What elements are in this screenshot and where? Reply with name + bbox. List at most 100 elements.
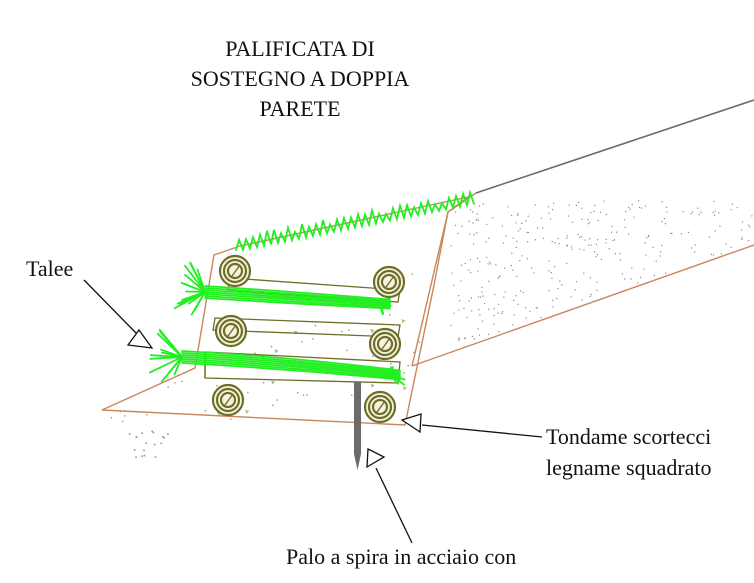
- speckle-dot: [476, 257, 479, 259]
- speckle-dot: [454, 224, 457, 226]
- speckle-dot: [558, 243, 560, 245]
- speckle-dot: [551, 277, 553, 279]
- speckle-dot: [469, 233, 471, 235]
- speckle-dot: [521, 222, 523, 224]
- speckle-dot: [481, 286, 483, 288]
- speckle-dot: [680, 233, 682, 235]
- speckle-dot: [557, 237, 559, 240]
- fill-grain: [407, 364, 409, 367]
- speckle-dot: [524, 307, 527, 309]
- speckle-dot: [640, 276, 642, 278]
- speckle-dot: [517, 213, 519, 215]
- speckle-dot: [578, 201, 580, 203]
- speckle-dot: [469, 259, 471, 261]
- cutting-root: [379, 303, 384, 311]
- speckle-dot: [568, 204, 570, 206]
- speckle-dot: [584, 239, 586, 241]
- speckle-dot: [503, 296, 505, 298]
- slope-base-line: [411, 244, 754, 367]
- speckle-dot: [526, 231, 528, 234]
- fill-grain: [254, 352, 256, 354]
- speckle-dot: [594, 251, 596, 253]
- speckle-dot: [451, 272, 453, 274]
- speckle-dot: [713, 214, 716, 216]
- fill-grain: [262, 356, 264, 359]
- upper-slope-body: [412, 100, 754, 366]
- cutting-foliage: [185, 290, 206, 293]
- speckle-dot: [687, 231, 690, 233]
- fill-grain: [230, 418, 232, 420]
- cutting-foliage: [168, 356, 183, 373]
- speckle-dot: [492, 217, 494, 219]
- fill-grain: [110, 417, 113, 419]
- palo-leader: [375, 467, 413, 544]
- cutting-stem: [181, 360, 401, 379]
- fill-grain: [262, 381, 265, 384]
- speckle-dot: [527, 231, 529, 233]
- speckle-dot: [552, 306, 554, 308]
- speckle-dot: [461, 225, 463, 227]
- cutting-foliage: [149, 354, 183, 358]
- log-ring: [222, 322, 240, 340]
- speckle-dot: [511, 214, 513, 217]
- speckle-dot: [574, 289, 576, 291]
- speckle-dot: [665, 272, 667, 274]
- speckle-dot: [694, 251, 696, 253]
- label-tondame-line1: Tondame scortecci: [546, 424, 712, 449]
- speckle-dot: [621, 273, 623, 275]
- speckle-dot: [597, 239, 599, 241]
- log-ring: [380, 273, 398, 291]
- fill-grain: [272, 404, 274, 406]
- fill-grain: [421, 321, 424, 323]
- speckle-dot: [515, 222, 517, 224]
- cutting-stem: [181, 362, 401, 381]
- speckle-dot: [661, 244, 663, 246]
- log-crack: [231, 264, 241, 277]
- speckle-dot: [477, 219, 480, 222]
- fill-grain: [306, 394, 308, 396]
- talee-leader: [83, 279, 137, 334]
- cutting-stem: [181, 358, 401, 378]
- speckle-dot: [583, 272, 585, 274]
- speckle-dot: [647, 234, 650, 236]
- speckle-dot: [497, 312, 499, 314]
- speckle-dot: [527, 215, 529, 217]
- log-ring: [218, 318, 244, 344]
- speckle-dot: [616, 231, 618, 233]
- speckle-dot: [498, 276, 500, 278]
- speckle-dot: [639, 207, 641, 209]
- speckle-dot: [605, 238, 607, 240]
- fill-grain: [341, 330, 343, 333]
- speckle-dot: [714, 210, 716, 212]
- fill-grain: [124, 415, 126, 417]
- tondame-arrow: [400, 413, 422, 434]
- speckle-dot: [579, 236, 581, 238]
- speckle-dot: [749, 226, 751, 228]
- speckle-dot: [587, 219, 589, 221]
- speckle-dot: [590, 294, 592, 296]
- fill-grain: [348, 329, 350, 331]
- fill-grain: [312, 338, 314, 340]
- fill-grain: [370, 328, 375, 333]
- log-crack: [381, 337, 391, 350]
- fill-grain: [270, 346, 273, 348]
- speckle-dot: [644, 242, 646, 244]
- speckle-dot: [580, 236, 583, 238]
- speckle-dot: [700, 211, 702, 213]
- speckle-dot: [694, 244, 696, 246]
- speckle-dot: [526, 258, 528, 260]
- speckle-dot: [485, 241, 487, 243]
- speckle-dot: [464, 337, 466, 340]
- speckle-dot: [473, 338, 475, 340]
- speckle-dot: [519, 228, 521, 230]
- speckle-dot: [531, 267, 533, 269]
- fill-grain: [167, 386, 169, 388]
- fill-grain: [314, 324, 317, 327]
- speckle-dot: [581, 299, 583, 301]
- speckle-dot: [671, 232, 673, 234]
- speckle-dot: [478, 205, 481, 207]
- speckle-dot: [540, 317, 542, 319]
- speckle-dot: [566, 244, 568, 246]
- speckle-dot: [624, 226, 626, 228]
- fill-grain: [301, 341, 303, 343]
